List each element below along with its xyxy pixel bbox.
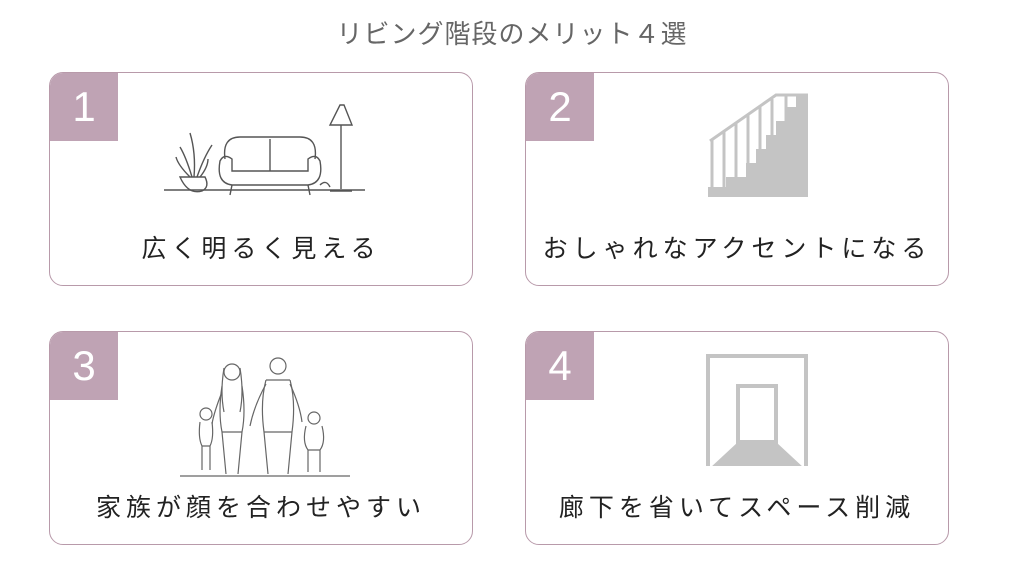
- staircase-icon: [708, 93, 808, 197]
- card-caption: 家族が顔を合わせやすい: [95, 493, 426, 522]
- card-number-badge: 3: [50, 332, 118, 400]
- merit-card-2: 2 おしゃれなアクセントになる: [525, 72, 949, 286]
- card-caption: 廊下を省いてスペース削減: [558, 493, 916, 522]
- card-caption: 広く明るく見える: [141, 234, 381, 263]
- card-number-badge: 4: [526, 332, 594, 400]
- page-title: リビング階段のメリット４選: [336, 20, 688, 50]
- card-caption: おしゃれなアクセントになる: [542, 234, 932, 263]
- family-icon: [180, 357, 350, 477]
- merit-card-3: 3 家族が顔を合わせやすい: [49, 331, 473, 545]
- merit-card-1: 1 広く明るく見える: [49, 72, 473, 286]
- living-room-icon: [164, 104, 365, 196]
- card-number-badge: 2: [526, 73, 594, 141]
- corridor-icon: [706, 354, 808, 466]
- card-number-badge: 1: [50, 73, 118, 141]
- merit-card-4: 4 廊下を省いてスペース削減: [525, 331, 949, 545]
